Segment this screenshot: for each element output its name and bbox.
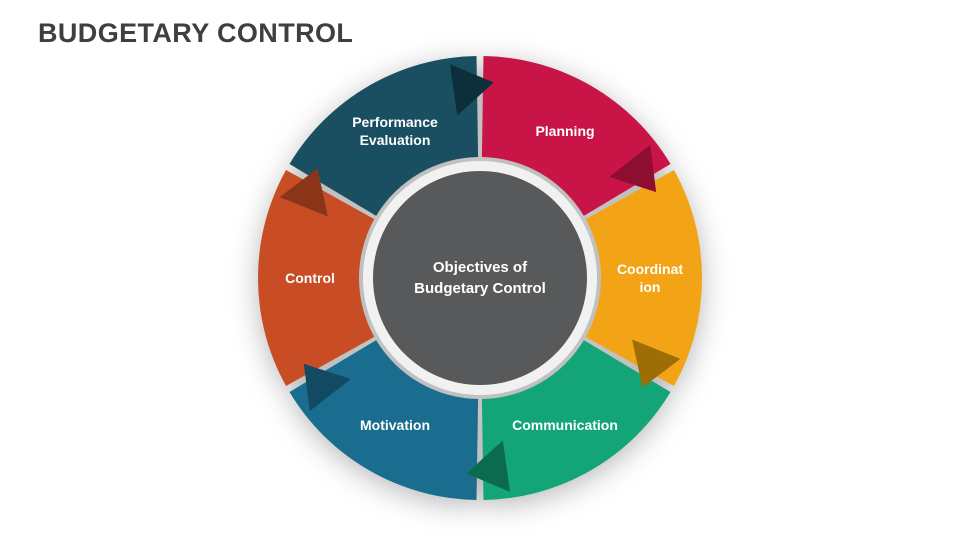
center-circle <box>373 171 587 385</box>
segment-performance-evaluation <box>289 56 479 216</box>
coordination-arrow-icon <box>632 339 681 388</box>
slide-title: BUDGETARY CONTROL <box>38 18 354 48</box>
segment-coordination <box>585 170 703 386</box>
motivation-arrow-icon <box>303 363 351 411</box>
diagram-center-label: Objectives of Budgetary Control <box>414 259 546 297</box>
communication-arrow-icon <box>466 440 511 492</box>
planning-arrow-icon <box>609 145 657 193</box>
control-arrow-icon <box>279 168 328 217</box>
performance-evaluation-arrow-icon <box>449 64 494 116</box>
segment-communication <box>481 340 671 500</box>
segment-control <box>257 170 375 386</box>
